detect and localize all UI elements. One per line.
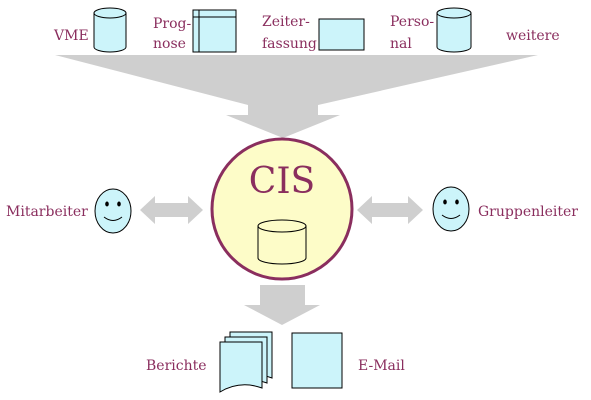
cis-database-icon xyxy=(257,219,307,265)
left-double-arrow xyxy=(140,196,203,224)
prognose-label-line2: nose xyxy=(153,36,186,52)
weitere-label: weitere xyxy=(506,28,560,44)
berichte-documents-icon xyxy=(219,331,273,393)
zeiterfassung-label-line1: Zeiter- xyxy=(262,14,310,30)
personal-label-line2: nal xyxy=(390,36,412,52)
personal-database-icon xyxy=(436,7,472,53)
gruppenleiter-label: Gruppenleiter xyxy=(478,204,578,220)
zeiterfassung-label-line2: fassung xyxy=(262,36,317,52)
berichte-label: Berichte xyxy=(146,358,207,374)
gruppenleiter-smiley-icon xyxy=(432,186,470,232)
personal-label-line1: Perso- xyxy=(390,14,435,30)
prognose-table-icon xyxy=(192,9,237,53)
vme-database-icon xyxy=(93,7,127,53)
mitarbeiter-label: Mitarbeiter xyxy=(6,204,88,220)
vme-label: VME xyxy=(54,28,89,44)
cis-circle xyxy=(210,137,354,281)
email-label: E-Mail xyxy=(358,358,405,374)
email-document-icon xyxy=(291,332,343,389)
right-double-arrow xyxy=(357,196,423,224)
prognose-label-line1: Prog- xyxy=(153,16,192,32)
zeiterfassung-box-icon xyxy=(318,18,365,51)
cis-title: CIS xyxy=(248,161,316,202)
funnel-arrow xyxy=(55,55,538,138)
mitarbeiter-smiley-icon xyxy=(94,188,132,234)
down-arrow xyxy=(244,285,320,325)
